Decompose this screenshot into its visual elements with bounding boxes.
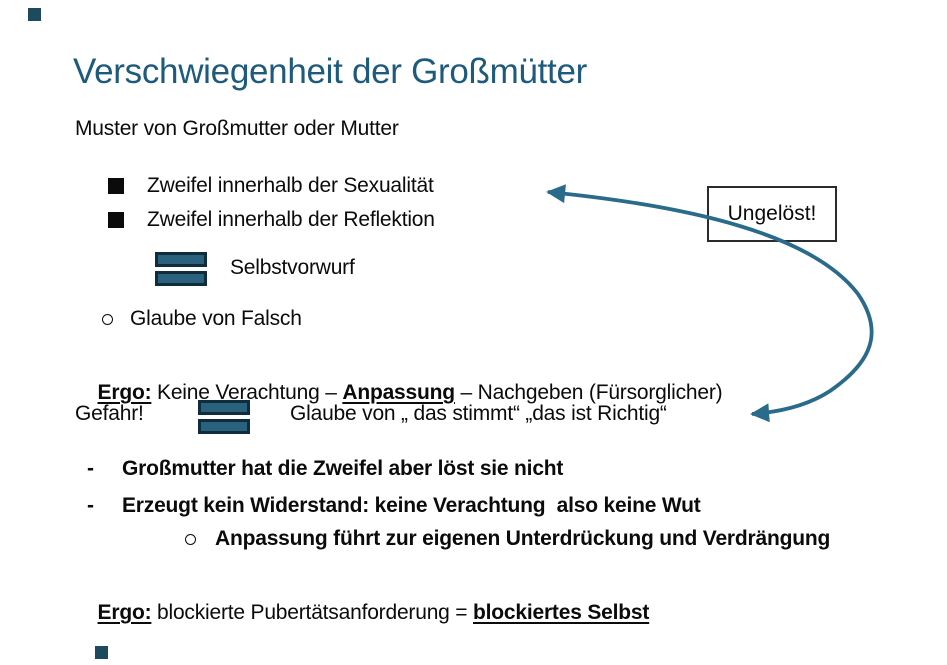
ergo-label: Ergo: bbox=[97, 601, 152, 624]
circle-bullet-icon bbox=[102, 313, 113, 325]
square-bullet-icon bbox=[108, 212, 124, 228]
selbstvorwurf-label: Selbstvorwurf bbox=[230, 256, 355, 279]
bullet-item-sexualitaet: Zweifel innerhalb der Sexualität bbox=[108, 173, 434, 199]
circle-bullet-icon bbox=[185, 533, 196, 545]
equals-bars-icon bbox=[155, 252, 207, 286]
equals-bar-top bbox=[198, 400, 250, 415]
ergo-label: Ergo: bbox=[97, 381, 152, 404]
decor-square-bottom-icon bbox=[95, 646, 108, 659]
ungeloest-callout-box: Ungelöst! bbox=[707, 186, 837, 242]
bullet-text: Anpassung führt zur eigenen Unterdrückun… bbox=[215, 527, 831, 550]
bullet-item-reflektion: Zweifel innerhalb der Reflektion bbox=[108, 207, 435, 233]
equals-bar-top bbox=[155, 252, 207, 267]
equals-bar-bottom bbox=[155, 271, 207, 286]
ergo-text: blockierte Pubertätsanforderung = bbox=[151, 601, 473, 624]
circle-bullet-item-anpassung: Anpassung führt zur eigenen Unterdrückun… bbox=[185, 526, 830, 552]
circle-bullet-item-glaube: Glaube von Falsch bbox=[102, 306, 302, 332]
bullet-text: Glaube von Falsch bbox=[130, 307, 302, 330]
ergo-bottom-line: Ergo: blockierte Pubertätsanforderung = … bbox=[75, 574, 650, 652]
decor-square-top-icon bbox=[28, 8, 41, 21]
bullet-text: Zweifel innerhalb der Sexualität bbox=[147, 174, 434, 197]
equals-bars-icon bbox=[198, 400, 250, 434]
anpassung-emphasis: Anpassung bbox=[342, 381, 455, 404]
slide-title: Verschwiegenheit der Großmütter bbox=[73, 52, 587, 91]
blockiertes-selbst-emphasis: blockiertes Selbst bbox=[473, 601, 650, 624]
dash-bullet-icon: - bbox=[87, 457, 94, 480]
slide-subtitle: Muster von Großmutter oder Mutter bbox=[75, 117, 399, 140]
dash-bullet-icon: - bbox=[87, 494, 94, 517]
equals-bar-bottom bbox=[198, 419, 250, 434]
bullet-text: Großmutter hat die Zweifel aber löst sie… bbox=[122, 457, 564, 480]
ergo-text: Keine Verachtung – bbox=[151, 381, 343, 404]
square-bullet-icon bbox=[108, 178, 124, 194]
gefahr-text: Glaube von „ das stimmt“ „das ist Richti… bbox=[290, 402, 667, 425]
gefahr-label: Gefahr! bbox=[75, 402, 144, 425]
dash-item-grossmutter: - Großmutter hat die Zweifel aber löst s… bbox=[87, 456, 563, 482]
dash-item-widerstand: - Erzeugt kein Widerstand: keine Veracht… bbox=[87, 493, 701, 519]
callout-text: Ungelöst! bbox=[727, 202, 817, 225]
bullet-text: Zweifel innerhalb der Reflektion bbox=[147, 208, 435, 231]
bullet-text: Erzeugt kein Widerstand: keine Verachtun… bbox=[122, 494, 701, 517]
